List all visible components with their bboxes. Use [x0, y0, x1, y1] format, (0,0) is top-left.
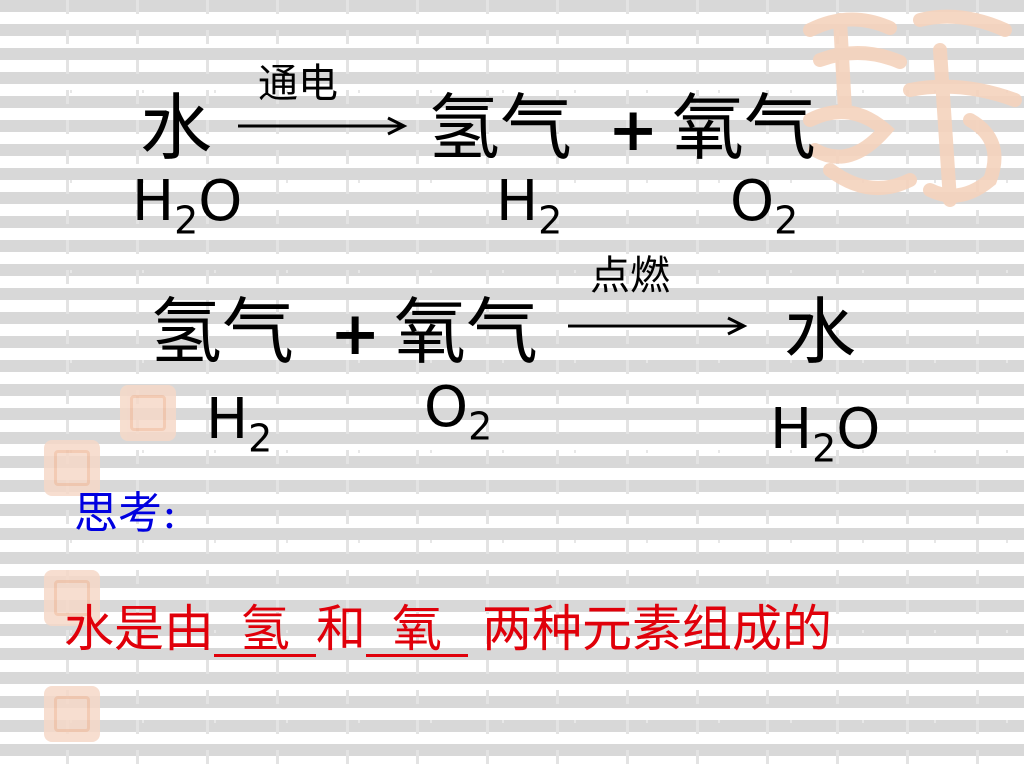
eq1-plus: + [608, 95, 659, 165]
conclusion-blank-2: 氧 [366, 604, 468, 657]
conclusion-sentence: 水是由氢和氧两种元素组成的 [64, 604, 832, 657]
seal-stamp-icon [44, 440, 100, 496]
seal-stamp-icon [120, 385, 176, 441]
eq2-plus: + [330, 299, 381, 369]
eq1-product2-cn: 氧气 [672, 86, 817, 170]
eq2-reactant2-formula: O2 [424, 375, 493, 449]
eq1-product1-formula: H2 [496, 169, 563, 243]
conclusion-mid: 和 [316, 600, 366, 658]
eq1-reactant-cn: 水 [140, 86, 213, 170]
eq1-arrow-icon [238, 116, 408, 136]
conclusion-suffix: 两种元素组成的 [482, 600, 832, 658]
conclusion-blank-1: 氢 [214, 604, 316, 657]
eq1-reactant-formula: H2O [132, 169, 243, 243]
conclusion-prefix: 水是由 [64, 600, 214, 658]
eq2-arrow-icon [568, 316, 748, 336]
eq2-product-formula: H2O [770, 397, 881, 471]
eq2-product-cn: 水 [784, 290, 857, 374]
eq2-reactant2-cn: 氧气 [394, 290, 539, 374]
seal-stamp-icon [44, 686, 100, 742]
eq1-product2-formula: O2 [730, 169, 799, 243]
calligraphy-decoration-icon [803, 9, 1022, 207]
think-label: 思考: [74, 488, 177, 539]
eq1-product1-cn: 氢气 [428, 86, 573, 170]
eq2-reactant1-cn: 氢气 [150, 290, 295, 374]
seal-stamp-icon [44, 570, 100, 626]
eq2-condition: 点燃 [590, 253, 670, 299]
eq2-reactant1-formula: H2 [206, 387, 273, 461]
eq1-condition: 通电 [258, 61, 338, 107]
